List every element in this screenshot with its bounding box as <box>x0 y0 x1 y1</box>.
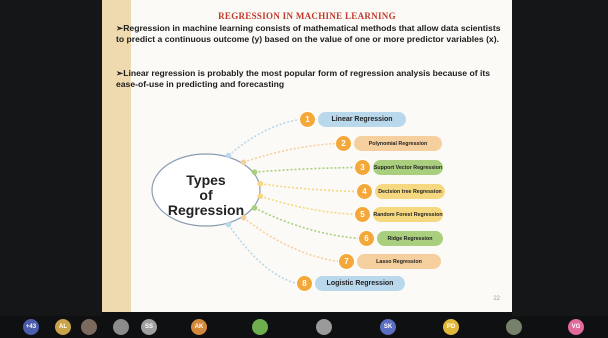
participant-avatar[interactable] <box>252 319 268 335</box>
presentation-slide: REGRESSION IN MACHINE LEARNING ➢Regressi… <box>102 0 512 312</box>
connector-dot <box>257 193 264 199</box>
connector-dot <box>225 152 232 159</box>
paragraph-2: ➢Linear regression is probably the most … <box>116 68 508 90</box>
item-number-badge: 3 <box>355 160 370 175</box>
participant-avatar[interactable]: AK <box>191 319 207 335</box>
ellipse-label-line-1: Types <box>186 172 226 188</box>
paragraph-1-text: Regression in machine learning consists … <box>116 23 501 44</box>
connector-line <box>254 207 360 240</box>
participant-avatar[interactable] <box>81 319 97 335</box>
paragraph-1: ➢Regression in machine learning consists… <box>116 23 508 45</box>
item-label-pill: Polynomial Regression <box>354 136 442 151</box>
ellipse-label-line-3: Regression <box>167 202 245 218</box>
participants-bar: +43 AL SS AK SK PD VG <box>0 316 608 338</box>
right-letterbox <box>512 0 608 316</box>
left-letterbox <box>0 0 102 316</box>
bullet-arrow-icon: ➢ <box>116 23 124 33</box>
item-number-badge: 2 <box>336 136 351 151</box>
participant-avatar[interactable]: PD <box>443 319 459 335</box>
participant-avatar[interactable]: AL <box>55 319 71 335</box>
participant-avatar[interactable] <box>316 319 332 335</box>
connector-dot <box>257 181 264 187</box>
types-ellipse <box>151 153 261 227</box>
connector-lines <box>227 118 360 285</box>
connector-line <box>227 118 301 157</box>
participant-avatar[interactable] <box>113 319 129 335</box>
item-label-pill: Ridge Regression <box>377 231 443 246</box>
connector-line <box>260 195 356 216</box>
slide-title: REGRESSION IN MACHINE LEARNING <box>218 11 396 21</box>
paragraph-2-text: Linear regression is probably the most p… <box>116 68 490 89</box>
participant-avatar[interactable]: +43 <box>23 319 39 335</box>
item-number-badge: 1 <box>300 112 315 127</box>
item-number-badge: 7 <box>339 254 354 269</box>
connector-dots <box>225 152 264 228</box>
connector-line <box>243 217 340 263</box>
regression-types-diagram <box>151 118 360 285</box>
item-label-pill: Support Vector Regression <box>373 160 443 175</box>
ellipse-label-line-2: of <box>199 187 213 203</box>
connector-dot <box>251 169 258 175</box>
participant-avatar[interactable] <box>506 319 522 335</box>
item-label-pill: Lasso Regression <box>357 254 441 269</box>
participant-avatar[interactable]: SS <box>141 319 157 335</box>
connector-dot <box>251 205 258 211</box>
item-number-badge: 8 <box>297 276 312 291</box>
connector-dot <box>225 221 232 228</box>
item-label-pill: Random Forest Regression <box>373 207 443 222</box>
connector-line <box>227 224 298 285</box>
connector-dot <box>240 159 247 166</box>
connector-line <box>254 166 356 173</box>
item-number-badge: 4 <box>357 184 372 199</box>
connector-line <box>260 183 358 193</box>
item-label-pill: Decision tree Regression <box>375 184 445 199</box>
slide-page-number: 22 <box>493 296 500 302</box>
participant-avatar[interactable]: SK <box>380 319 396 335</box>
bullet-arrow-icon: ➢ <box>116 68 124 78</box>
item-number-badge: 5 <box>355 207 370 222</box>
connector-dot <box>240 214 247 221</box>
participant-avatar[interactable]: VG <box>568 319 584 335</box>
item-label-pill: Linear Regression <box>318 112 406 127</box>
connector-line <box>243 142 337 164</box>
item-number-badge: 6 <box>359 231 374 246</box>
slide-accent-stripe <box>102 0 131 312</box>
item-label-pill: Logistic Regression <box>315 276 405 291</box>
